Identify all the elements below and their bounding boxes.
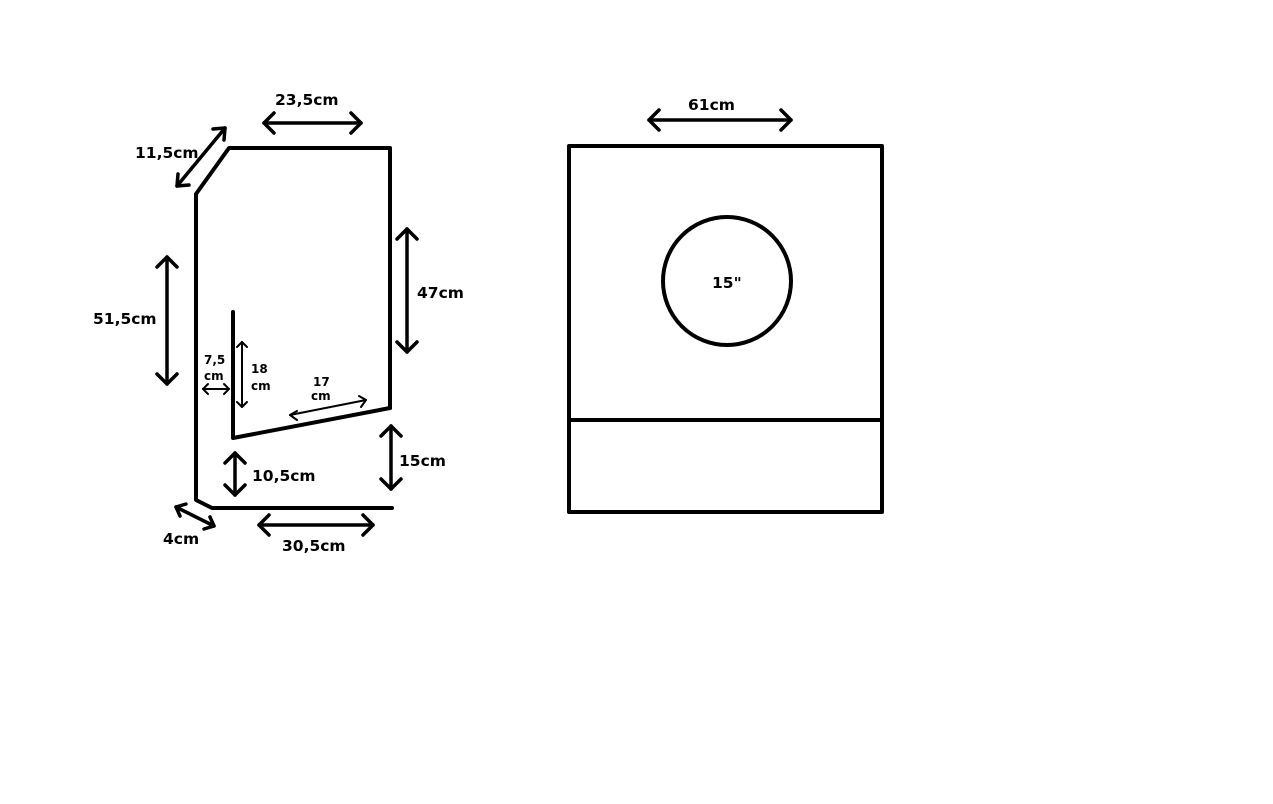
port-floor-label: 17 [313,375,330,389]
side-profile-outline [194,146,394,510]
right-lower-height-label: 15cm [399,452,446,470]
bottom-chamfer-arrow [174,502,216,531]
port-inner-wall [231,310,392,440]
left-height-label: 51,5cm [93,310,157,328]
port-width-label: 7,5 [204,353,225,367]
right-height-arrow [395,227,419,354]
right-lower-height-arrow [379,424,403,491]
left-height-arrow [155,255,179,386]
top-chamfer-label: 11,5cm [135,144,199,162]
top-width-label: 23,5cm [275,91,339,109]
bottom-width-arrow [257,513,375,537]
port-height-unit: cm [251,379,271,393]
side-view: 23,5cm 11,5cm 51,5cm 47cm 7,5 cm [93,91,464,555]
port-clearance-arrow [223,451,247,497]
port-clearance-label: 10,5cm [252,467,316,485]
top-chamfer-arrow [175,126,227,188]
port-floor-unit: cm [311,389,331,403]
right-height-label: 47cm [417,284,464,302]
bottom-width-label: 30,5cm [282,537,346,555]
port-height-label: 18 [251,362,268,376]
port-floor-arrow [289,395,367,421]
front-width-label: 61cm [688,96,735,114]
top-width-arrow [262,111,363,135]
front-panel-outline [567,144,884,514]
bottom-chamfer-label: 4cm [163,530,199,548]
front-view: 15" 61cm [567,96,884,514]
front-width-arrow [647,108,793,132]
speaker-cutout [661,215,793,347]
port-height-arrow [236,341,248,408]
port-width-arrow [202,383,230,395]
port-width-unit: cm [204,369,224,383]
speaker-size-label: 15" [712,274,742,292]
